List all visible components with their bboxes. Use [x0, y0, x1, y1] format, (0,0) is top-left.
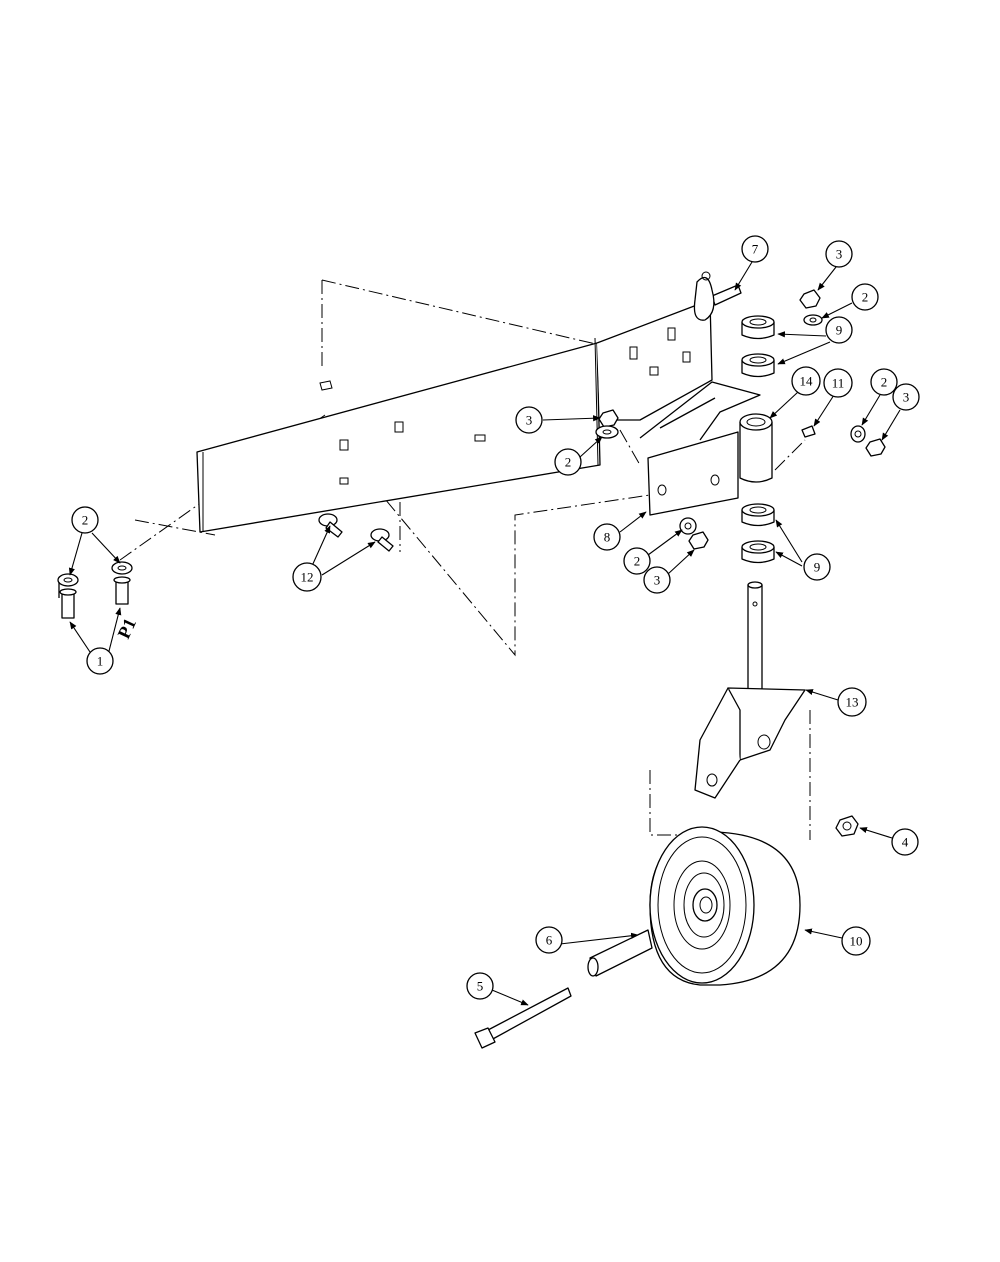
callout-9-top-label: 9: [836, 323, 843, 338]
callout-6: 6: [535, 926, 563, 954]
callout-9-top: 9: [825, 316, 853, 344]
callout-2-top-label: 2: [862, 290, 869, 305]
callout-2-right-label: 2: [881, 375, 888, 390]
carriage-bolts: [318, 513, 394, 552]
callout-7: 7: [741, 235, 769, 263]
callout-2-center: 2: [554, 448, 582, 476]
callout-6-label: 6: [546, 933, 553, 948]
callout-9-bottom-label: 9: [814, 560, 821, 575]
callout-13: 13: [837, 687, 867, 717]
callout-12: 12: [292, 562, 322, 592]
callout-8: 8: [593, 523, 621, 551]
lock-nut: [835, 815, 859, 837]
callout-12-label: 12: [301, 570, 314, 585]
callout-10-label: 10: [850, 934, 863, 949]
bushings: [741, 315, 775, 564]
bolts: [58, 576, 131, 619]
callout-3-lower-label: 3: [654, 573, 661, 588]
pivot-tube: [739, 413, 773, 483]
callout-5: 5: [466, 972, 494, 1000]
callout-9-bottom: 9: [803, 553, 831, 581]
callout-1: 1: [86, 647, 114, 675]
callout-8-label: 8: [604, 530, 611, 545]
callout-14-label: 14: [800, 374, 814, 389]
callout-5-label: 5: [477, 979, 484, 994]
callout-11-label: 11: [832, 376, 845, 391]
callout-10: 10: [841, 926, 871, 956]
callout-4-label: 4: [902, 835, 909, 850]
callout-1-label: 1: [97, 654, 104, 669]
washers: [57, 314, 866, 587]
callout-3-center-label: 3: [526, 413, 533, 428]
callout-7-label: 7: [752, 242, 759, 257]
callout-13-label: 13: [846, 695, 859, 710]
callout-3-right-label: 3: [903, 390, 910, 405]
callout-2-center-label: 2: [565, 455, 572, 470]
callout-2-top: 2: [851, 283, 879, 311]
grease-fitting: [801, 425, 816, 438]
leader-lines: [68, 261, 901, 1006]
callout-2-lower: 2: [623, 547, 651, 575]
callout-2-left: 2: [71, 506, 99, 534]
callout-2-left-label: 2: [82, 513, 89, 528]
callout-2-right: 2: [870, 368, 898, 396]
callout-4: 4: [891, 828, 919, 856]
spacer-tube: [587, 929, 653, 977]
caster-fork: [694, 581, 806, 799]
callout-2-lower-label: 2: [634, 554, 641, 569]
callout-3-center: 3: [515, 406, 543, 434]
callout-3-lower: 3: [643, 566, 671, 594]
nuts: [598, 289, 886, 550]
callout-3-top-label: 3: [836, 247, 843, 262]
callout-14: 14: [791, 366, 821, 396]
caster-mount-bracket: [639, 381, 761, 516]
axle-bolt: [474, 987, 572, 1049]
callout-3-right: 3: [892, 383, 920, 411]
caster-wheel: [649, 826, 801, 986]
callout-11: 11: [823, 368, 853, 398]
callout-3-top: 3: [825, 240, 853, 268]
hitch-pin: [693, 271, 742, 321]
